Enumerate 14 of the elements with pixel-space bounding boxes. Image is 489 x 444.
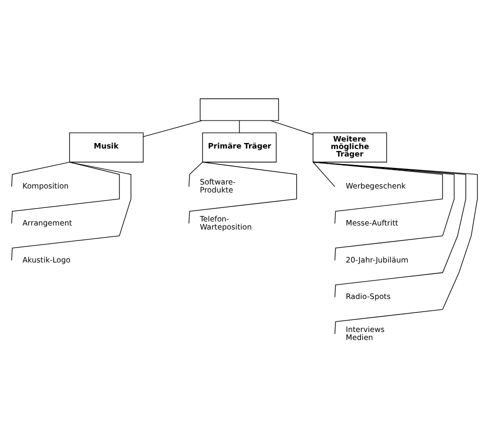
connector xyxy=(239,120,240,132)
connector xyxy=(11,161,70,187)
node-box xyxy=(200,98,279,120)
connector xyxy=(312,161,443,224)
connector xyxy=(312,161,336,187)
connector xyxy=(11,161,120,224)
connector xyxy=(312,161,455,260)
connector xyxy=(312,161,478,334)
connector xyxy=(270,120,314,134)
connector xyxy=(142,120,202,137)
connector xyxy=(11,161,132,260)
connector xyxy=(188,161,297,224)
connector xyxy=(312,161,466,298)
connector xyxy=(188,161,203,187)
